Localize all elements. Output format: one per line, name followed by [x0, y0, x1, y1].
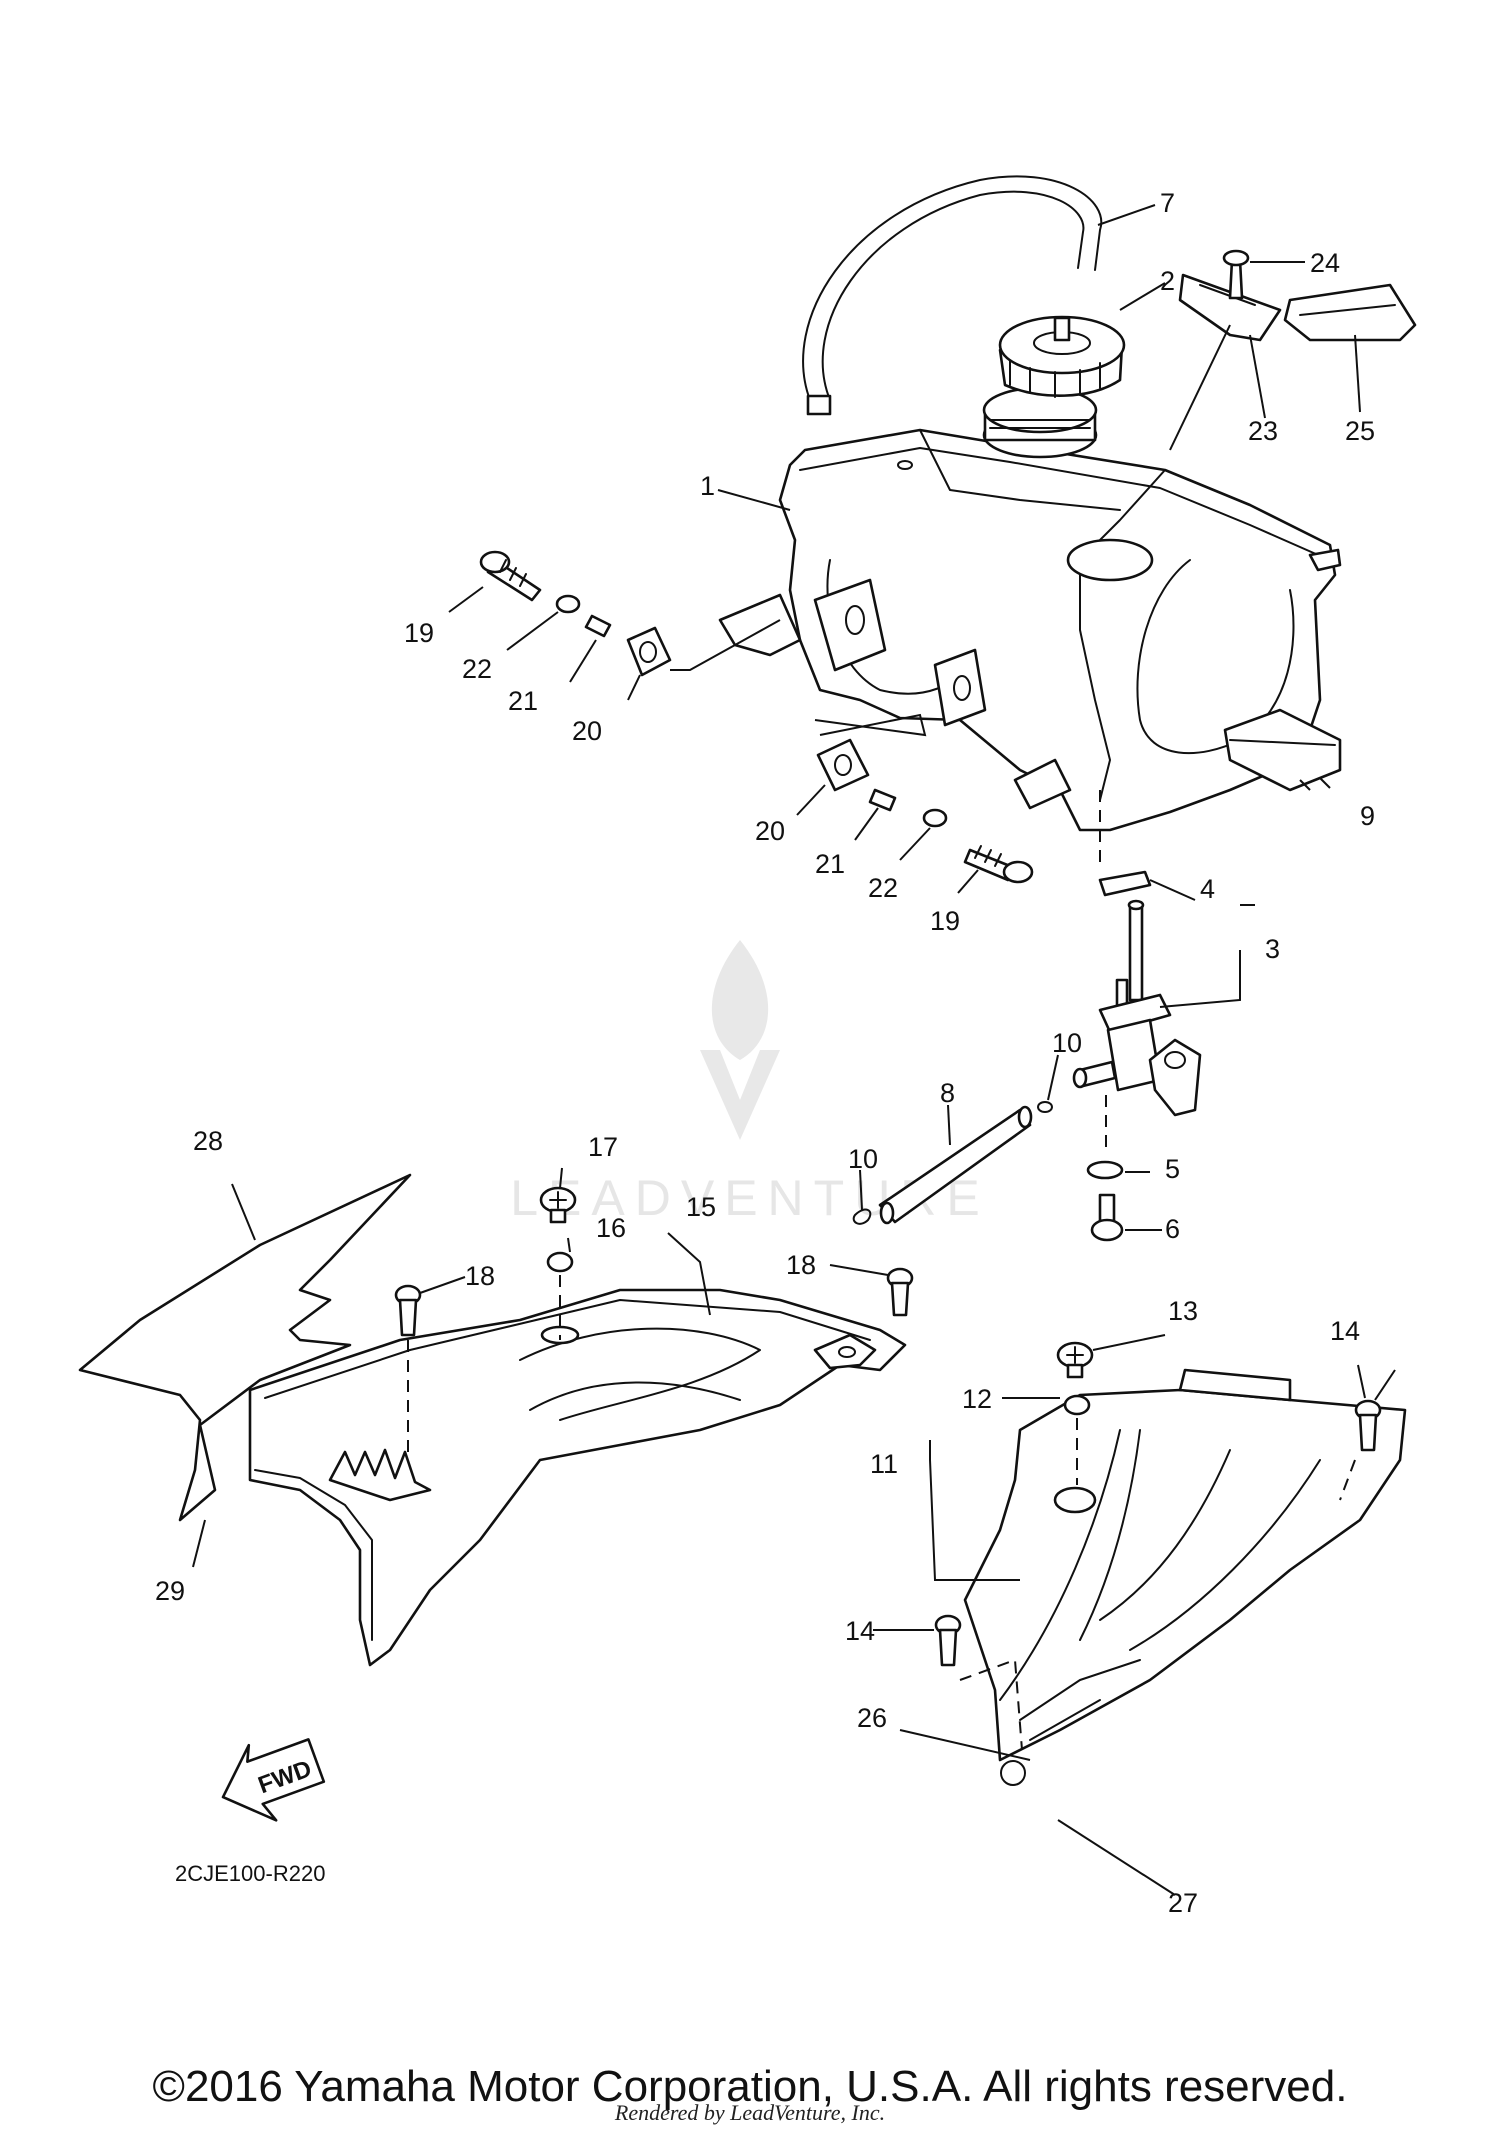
mount-hardware-upper [479, 550, 781, 677]
callout-21a: 21 [508, 686, 538, 716]
bracket-9 [1223, 708, 1342, 792]
callout-27: 27 [1168, 1888, 1198, 1918]
callout-13: 13 [1168, 1296, 1198, 1326]
callout-12: 12 [962, 1384, 992, 1414]
right-cover-fasteners [934, 1341, 1382, 1751]
diagram-code: 2CJE100-R220 [175, 1861, 325, 1886]
fuel-hose [852, 1101, 1053, 1225]
callout-6: 6 [1165, 1214, 1180, 1244]
fuel-tank [718, 386, 1342, 832]
callout-21b: 21 [815, 849, 845, 879]
callout-16: 16 [596, 1213, 626, 1243]
callout-3: 3 [1265, 934, 1280, 964]
callout-22b: 22 [868, 873, 898, 903]
callout-20a: 20 [572, 716, 602, 746]
leader-23-tank [1169, 324, 1231, 451]
callout-28: 28 [193, 1126, 223, 1156]
tank-brackets [1178, 249, 1417, 342]
leader-14a [1374, 1369, 1396, 1401]
left-side-cover [78, 1173, 907, 1667]
callout-18b: 18 [786, 1250, 816, 1280]
breather-hose [802, 175, 1103, 416]
callout-14a: 14 [1330, 1316, 1360, 1346]
callout-4: 4 [1200, 874, 1215, 904]
callout-17: 17 [588, 1132, 618, 1162]
callout-18a: 18 [465, 1261, 495, 1291]
callout-8: 8 [940, 1078, 955, 1108]
callout-26: 26 [857, 1703, 887, 1733]
fuel-cock [1072, 790, 1202, 1242]
callout-10b: 10 [848, 1144, 878, 1174]
callout-1: 1 [700, 471, 715, 501]
fuel-cap [998, 315, 1126, 398]
rendered-by-credit: Rendered by LeadVenture, Inc. [614, 2100, 886, 2125]
callout-5: 5 [1165, 1154, 1180, 1184]
callout-23: 23 [1248, 416, 1278, 446]
callout-22a: 22 [462, 654, 492, 684]
callout-29: 29 [155, 1576, 185, 1606]
callout-20b: 20 [755, 816, 785, 846]
right-side-cover [963, 1368, 1407, 1786]
left-cover-fasteners [394, 1186, 914, 1460]
leader-25 [1354, 334, 1361, 413]
callout-19a: 19 [404, 618, 434, 648]
callout-14b: 14 [845, 1616, 875, 1646]
callouts: 1 2 3 4 5 6 7 8 9 10 10 11 12 13 14 14 1… [155, 188, 1375, 1918]
fwd-arrow: FWD [221, 1738, 326, 1822]
copyright-notice: ©2016 Yamaha Motor Corporation, U.S.A. A… [152, 2062, 1348, 2111]
leader-23 [1249, 334, 1266, 419]
callout-10a: 10 [1052, 1028, 1082, 1058]
callout-leaders [192, 204, 1366, 1896]
callout-7: 7 [1160, 188, 1175, 218]
callout-15: 15 [686, 1192, 716, 1222]
callout-19b: 19 [930, 906, 960, 936]
callout-24: 24 [1310, 248, 1340, 278]
callout-9: 9 [1360, 801, 1375, 831]
mount-hardware-lower [814, 713, 1034, 884]
callout-2: 2 [1160, 266, 1175, 296]
callout-25: 25 [1345, 416, 1375, 446]
callout-11: 11 [870, 1449, 898, 1479]
